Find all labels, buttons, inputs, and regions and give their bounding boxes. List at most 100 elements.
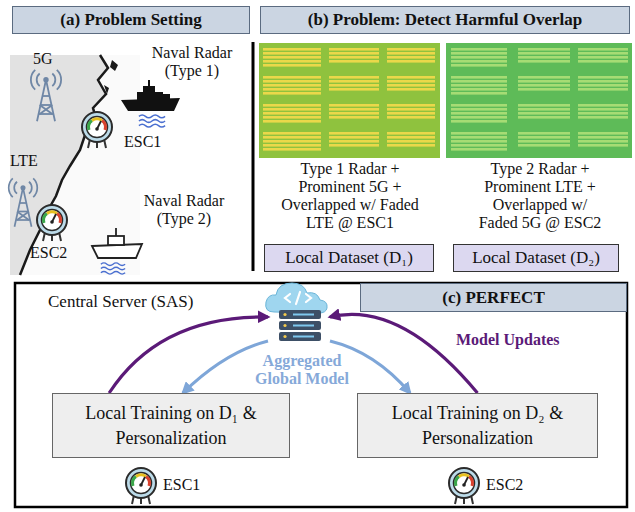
text-label: ESC2 [30, 244, 67, 262]
spectrogram-bar [387, 136, 435, 139]
spectrogram-bar [329, 84, 379, 87]
spectrogram-bar [451, 120, 507, 123]
spectrogram-bar [578, 52, 628, 55]
spectrogram-bar [451, 88, 507, 91]
panel-box: (a) Problem Setting [12, 6, 250, 34]
curved-arrow [109, 317, 268, 393]
spectrogram-bar [329, 132, 379, 135]
spectrogram-bar [329, 144, 379, 147]
spectrogram-bar [518, 76, 570, 79]
text-label: Type 1 Radar + Prominent 5G + Overlapped… [269, 160, 431, 232]
spectrogram-bar [451, 80, 507, 83]
spectrogram-bar [263, 76, 321, 79]
spectrogram-bar [263, 48, 321, 51]
spectrogram-bar [451, 84, 507, 87]
spectrogram-bar [387, 108, 435, 111]
spectrogram-bar [518, 144, 570, 147]
spectrogram-bar [578, 84, 628, 87]
spectrogram-bar [518, 136, 570, 139]
spectrogram-bar [263, 140, 321, 143]
spectrogram-bar [329, 48, 379, 51]
spectrogram-bar [578, 56, 628, 59]
spectrogram-bar [263, 104, 321, 107]
spectrogram-bar [329, 116, 379, 119]
spectrogram-bar [263, 112, 321, 115]
box-text: Local Dataset (D₁) [285, 248, 413, 268]
spectrogram-bar [451, 148, 507, 151]
text-label: Aggregated Global Model [240, 352, 364, 388]
spectrogram-bar [263, 120, 321, 123]
spectrogram-bar [329, 56, 379, 59]
spectrogram-bar [387, 116, 435, 119]
spectrogram-bar [578, 116, 628, 119]
spectrogram-bar [263, 92, 321, 95]
spectrogram-bar [329, 52, 379, 55]
text-label: Type 2 Radar + Prominent LTE + Overlappe… [472, 160, 608, 232]
text-label: 5G [33, 50, 53, 68]
spectrogram-bar [263, 144, 321, 147]
spectrogram-bar [518, 60, 570, 63]
spectrogram-bar [451, 112, 507, 115]
text-label: Naval Radar (Type 1) [138, 44, 246, 80]
spectrogram-bar [263, 132, 321, 135]
spectrogram-bar [329, 136, 379, 139]
spectrogram-bar [387, 140, 435, 143]
text-label: ESC1 [124, 133, 161, 151]
spectrogram-bar [387, 52, 435, 55]
spectrogram-bar [263, 108, 321, 111]
spectrogram-bar [387, 132, 435, 135]
spectrogram-bar [263, 84, 321, 87]
spectrogram-bar [578, 76, 628, 79]
spectrogram-bar [329, 60, 379, 63]
spectrogram-bar [263, 60, 321, 63]
spectrogram-bar [451, 92, 507, 95]
box-text: Local Dataset (D₂) [472, 248, 600, 268]
spectrogram-bar [578, 88, 628, 91]
spectrogram-bar [578, 108, 628, 111]
spectrogram-bar [578, 112, 628, 115]
spectrogram-bar [451, 132, 507, 135]
spectrogram-bar [518, 132, 570, 135]
spectrogram-bar [451, 140, 507, 143]
spectrogram-bar [263, 136, 321, 139]
spectrogram-bar [329, 104, 379, 107]
spectrogram-bar [329, 88, 379, 91]
spectrogram-bar [387, 84, 435, 87]
spectrogram-bar [518, 48, 570, 51]
box-text: (a) Problem Setting [60, 10, 201, 30]
spectrogram-bar [263, 148, 321, 151]
spectrogram-bar [578, 136, 628, 139]
box-text: Local Training on D₂ & Personalization [366, 401, 589, 451]
spectrogram-bar [451, 56, 507, 59]
spectrogram-bar [387, 88, 435, 91]
spectrogram-bar [387, 76, 435, 79]
spectrogram-bar [387, 60, 435, 63]
spectrogram-bar [263, 64, 321, 67]
spectrogram-bar [263, 56, 321, 59]
spectrogram-bar [518, 108, 570, 111]
spectrogram-bar [329, 76, 379, 79]
spectrogram-bar [518, 104, 570, 107]
spectrogram-bar [263, 80, 321, 83]
spectrogram-bar [518, 88, 570, 91]
spectrogram-bar [451, 60, 507, 63]
spectrogram-bar [263, 116, 321, 119]
server-label: Central Server (SAS) [48, 292, 193, 312]
spectrogram-bar [329, 112, 379, 115]
spectrogram-bar [578, 132, 628, 135]
spectrogram-bar [518, 80, 570, 83]
spectrogram-bar [329, 108, 379, 111]
text-label: LTE [10, 152, 38, 170]
spectrogram-bar [451, 104, 507, 107]
panel-box: (c) PERFECT [360, 283, 627, 312]
text-label: Model Updates [456, 331, 560, 349]
panel-box: Local Dataset (D₁) [264, 244, 434, 272]
spectrogram-bar [578, 80, 628, 83]
spectrogram-bar [518, 84, 570, 87]
spectrogram-bar [578, 144, 628, 147]
box-text: (c) PERFECT [442, 288, 544, 308]
spectrogram-bar [451, 48, 507, 51]
text-label: Naval Radar (Type 2) [128, 192, 240, 228]
spectrogram-bar [578, 140, 628, 143]
spectrogram-bar [387, 48, 435, 51]
